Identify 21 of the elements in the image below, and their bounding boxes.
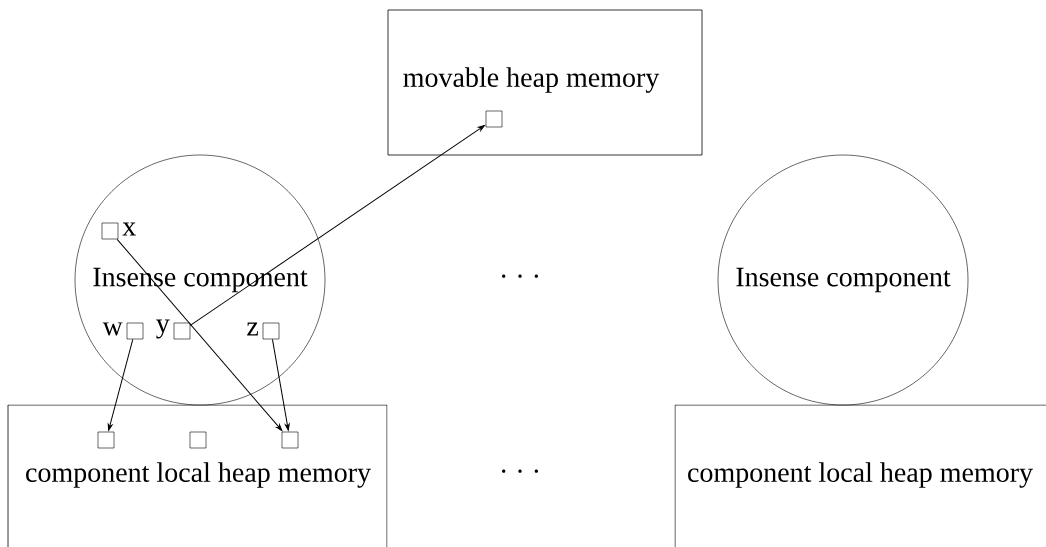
- memory-cell: [281, 431, 299, 449]
- memory-box: movable heap memory: [387, 9, 703, 156]
- variable-label: x: [122, 222, 136, 236]
- arrow: [189, 125, 485, 326]
- variable-label: w: [102, 322, 123, 336]
- memory-box: component local heap memory: [7, 404, 388, 547]
- ellipsis: · · ·: [502, 469, 538, 473]
- memory-cell: [101, 222, 119, 240]
- memory-cell: [262, 322, 280, 340]
- arrow: [107, 338, 134, 431]
- memory-cell: [173, 322, 191, 340]
- variable-label: z: [247, 322, 259, 336]
- memory-cell: [485, 110, 503, 128]
- memory-cell: [189, 431, 207, 449]
- memory-cell: [97, 431, 115, 449]
- memory-box: component local heap memory: [674, 404, 1046, 547]
- arrow: [271, 338, 290, 431]
- arrow: [116, 238, 283, 431]
- ellipsis: · · ·: [502, 274, 538, 278]
- variable-label: y: [156, 319, 170, 339]
- memory-cell: [126, 322, 144, 340]
